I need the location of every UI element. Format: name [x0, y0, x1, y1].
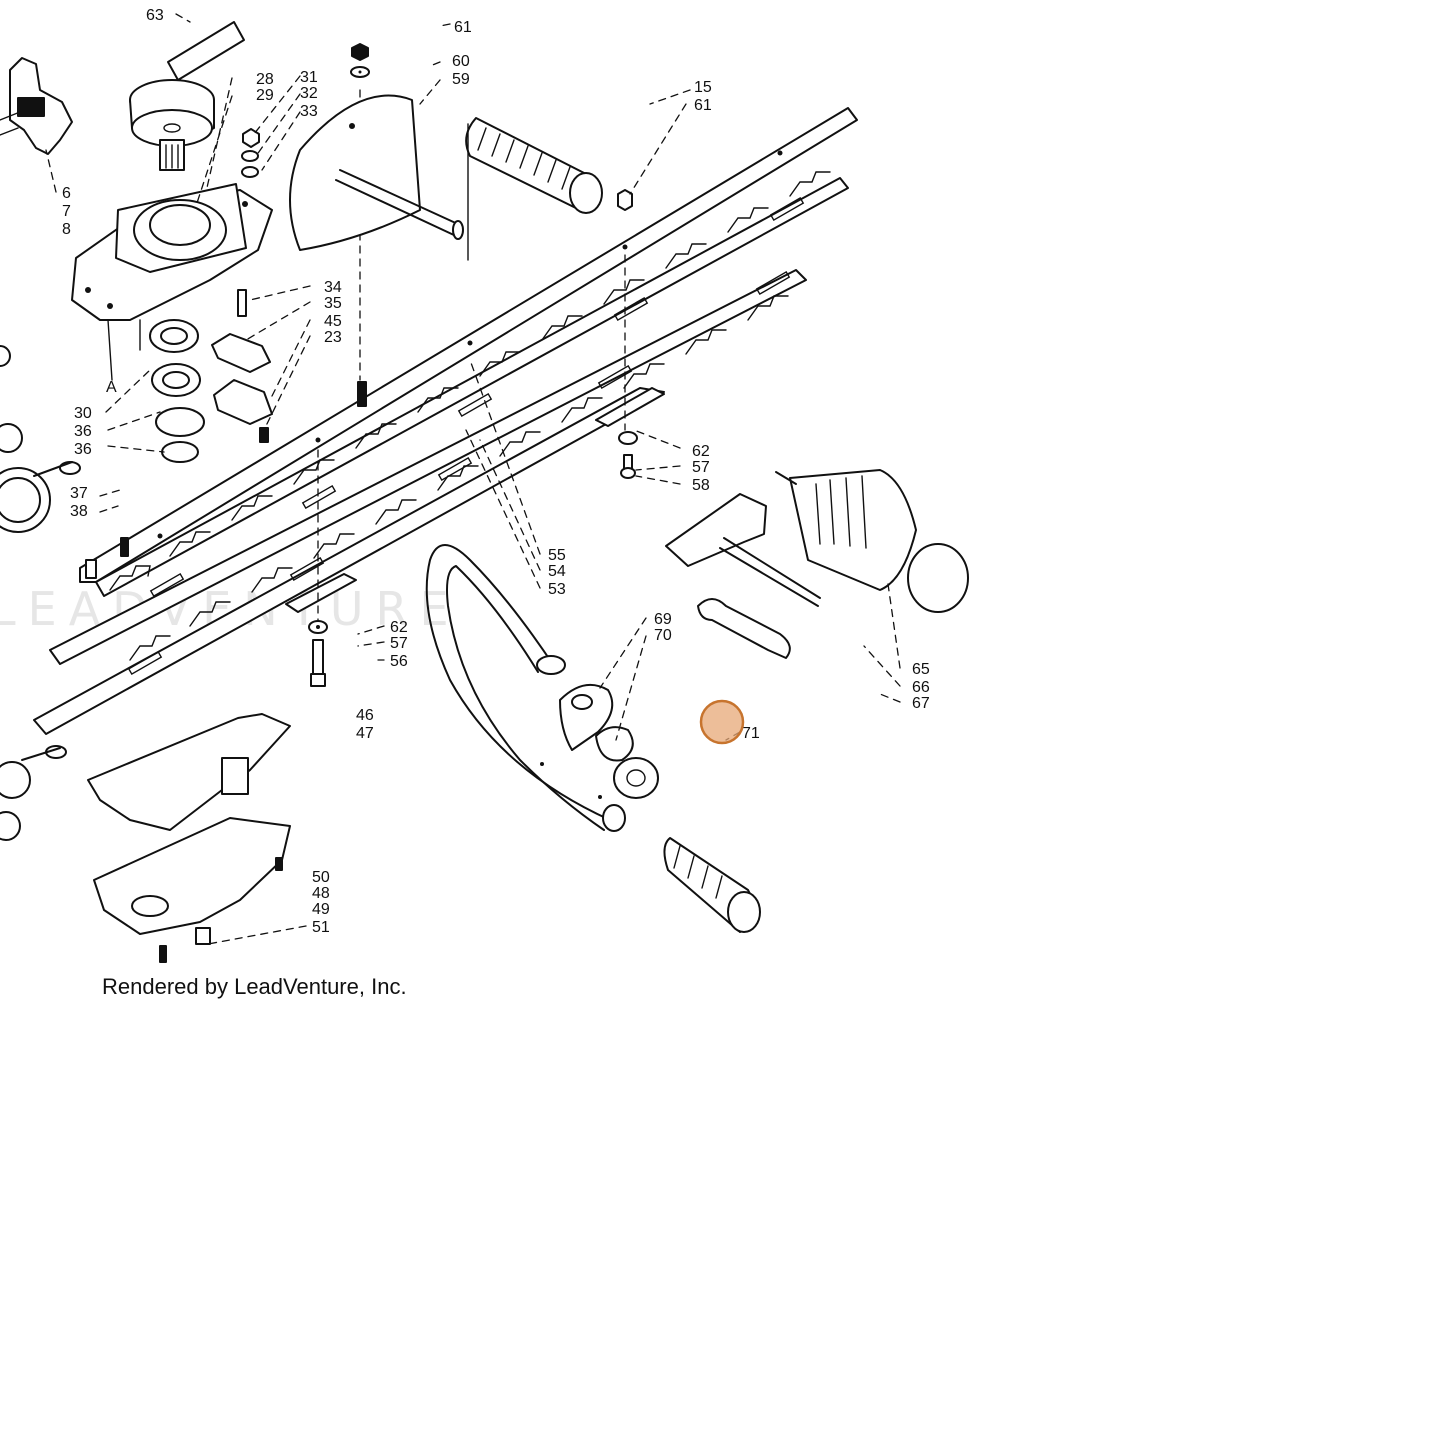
- callout-49: 49: [312, 901, 330, 918]
- callout-65: 65: [912, 661, 930, 678]
- lower-blade: [33, 269, 807, 735]
- blade-bolts: [85, 381, 638, 687]
- rubber-grip-bottom: [663, 837, 761, 933]
- callout-55: 55: [548, 547, 566, 564]
- callout-35: 35: [324, 295, 342, 312]
- callout-60: 60: [452, 53, 470, 70]
- callout-46: 46: [356, 707, 374, 724]
- callout-69: 69: [654, 611, 672, 628]
- callout-53: 53: [548, 581, 566, 598]
- callout-57: 57: [692, 459, 710, 476]
- gear-housing: [71, 183, 273, 381]
- clamp-plates: [211, 289, 273, 443]
- callout-67: 67: [912, 695, 930, 712]
- callout-30: 30: [74, 405, 92, 422]
- bracket-6-7-8: [0, 57, 73, 155]
- upper-blade: [79, 107, 858, 598]
- callout-62-b: 62: [390, 619, 408, 636]
- callout-33: 33: [300, 103, 318, 120]
- callout-A: A: [106, 379, 117, 396]
- callout-36-b: 36: [74, 441, 92, 458]
- clutch-drum: [129, 79, 215, 171]
- callout-37: 37: [70, 485, 88, 502]
- blade-guides: [285, 89, 665, 631]
- callout-66: 66: [912, 679, 930, 696]
- callout-51: 51: [312, 919, 330, 936]
- callout-50: 50: [312, 869, 330, 886]
- callout-47: 47: [356, 725, 374, 742]
- callout-8: 8: [62, 221, 71, 238]
- tools: [665, 469, 969, 659]
- callout-34: 34: [324, 279, 342, 296]
- callout-28: 28: [256, 71, 274, 88]
- leader-lines: [45, 13, 901, 945]
- callout-29: 29: [256, 87, 274, 104]
- rubber-grip-top: [465, 117, 603, 261]
- callout-61-grip: 61: [694, 97, 712, 114]
- callout-32: 32: [300, 85, 318, 102]
- callout-15: 15: [694, 79, 712, 96]
- callout-38: 38: [70, 503, 88, 520]
- callout-36: 36: [74, 423, 92, 440]
- callout-57-b: 57: [390, 635, 408, 652]
- callout-59: 59: [452, 71, 470, 88]
- callout-71: 71: [742, 725, 760, 742]
- callout-56: 56: [390, 653, 408, 670]
- callout-58: 58: [692, 477, 710, 494]
- callout-7: 7: [62, 203, 71, 220]
- nut-stack: [241, 43, 633, 211]
- part-71-hotspot[interactable]: [699, 699, 745, 745]
- callout-6: 6: [62, 185, 71, 202]
- throttle-lever: [559, 683, 659, 799]
- bearings: [149, 319, 205, 463]
- lower-housing: [0, 713, 291, 963]
- callout-61: 61: [454, 19, 472, 36]
- callout-23: 23: [324, 329, 342, 346]
- callout-31: 31: [300, 69, 318, 86]
- render-credit: Rendered by LeadVenture, Inc.: [102, 974, 407, 999]
- callout-70: 70: [654, 627, 672, 644]
- part-63-pad: [167, 21, 245, 81]
- hand-guard-shield: [289, 94, 464, 251]
- left-gear: [0, 345, 81, 533]
- handle-tube: [425, 544, 626, 832]
- callout-labels: 63 61 60 59 15 61 28 29 31 32 33 6 7 8 3…: [62, 7, 930, 936]
- callout-54: 54: [548, 563, 566, 580]
- callout-62: 62: [692, 443, 710, 460]
- callout-48: 48: [312, 885, 330, 902]
- callout-63: 63: [146, 7, 164, 24]
- callout-45: 45: [324, 313, 342, 330]
